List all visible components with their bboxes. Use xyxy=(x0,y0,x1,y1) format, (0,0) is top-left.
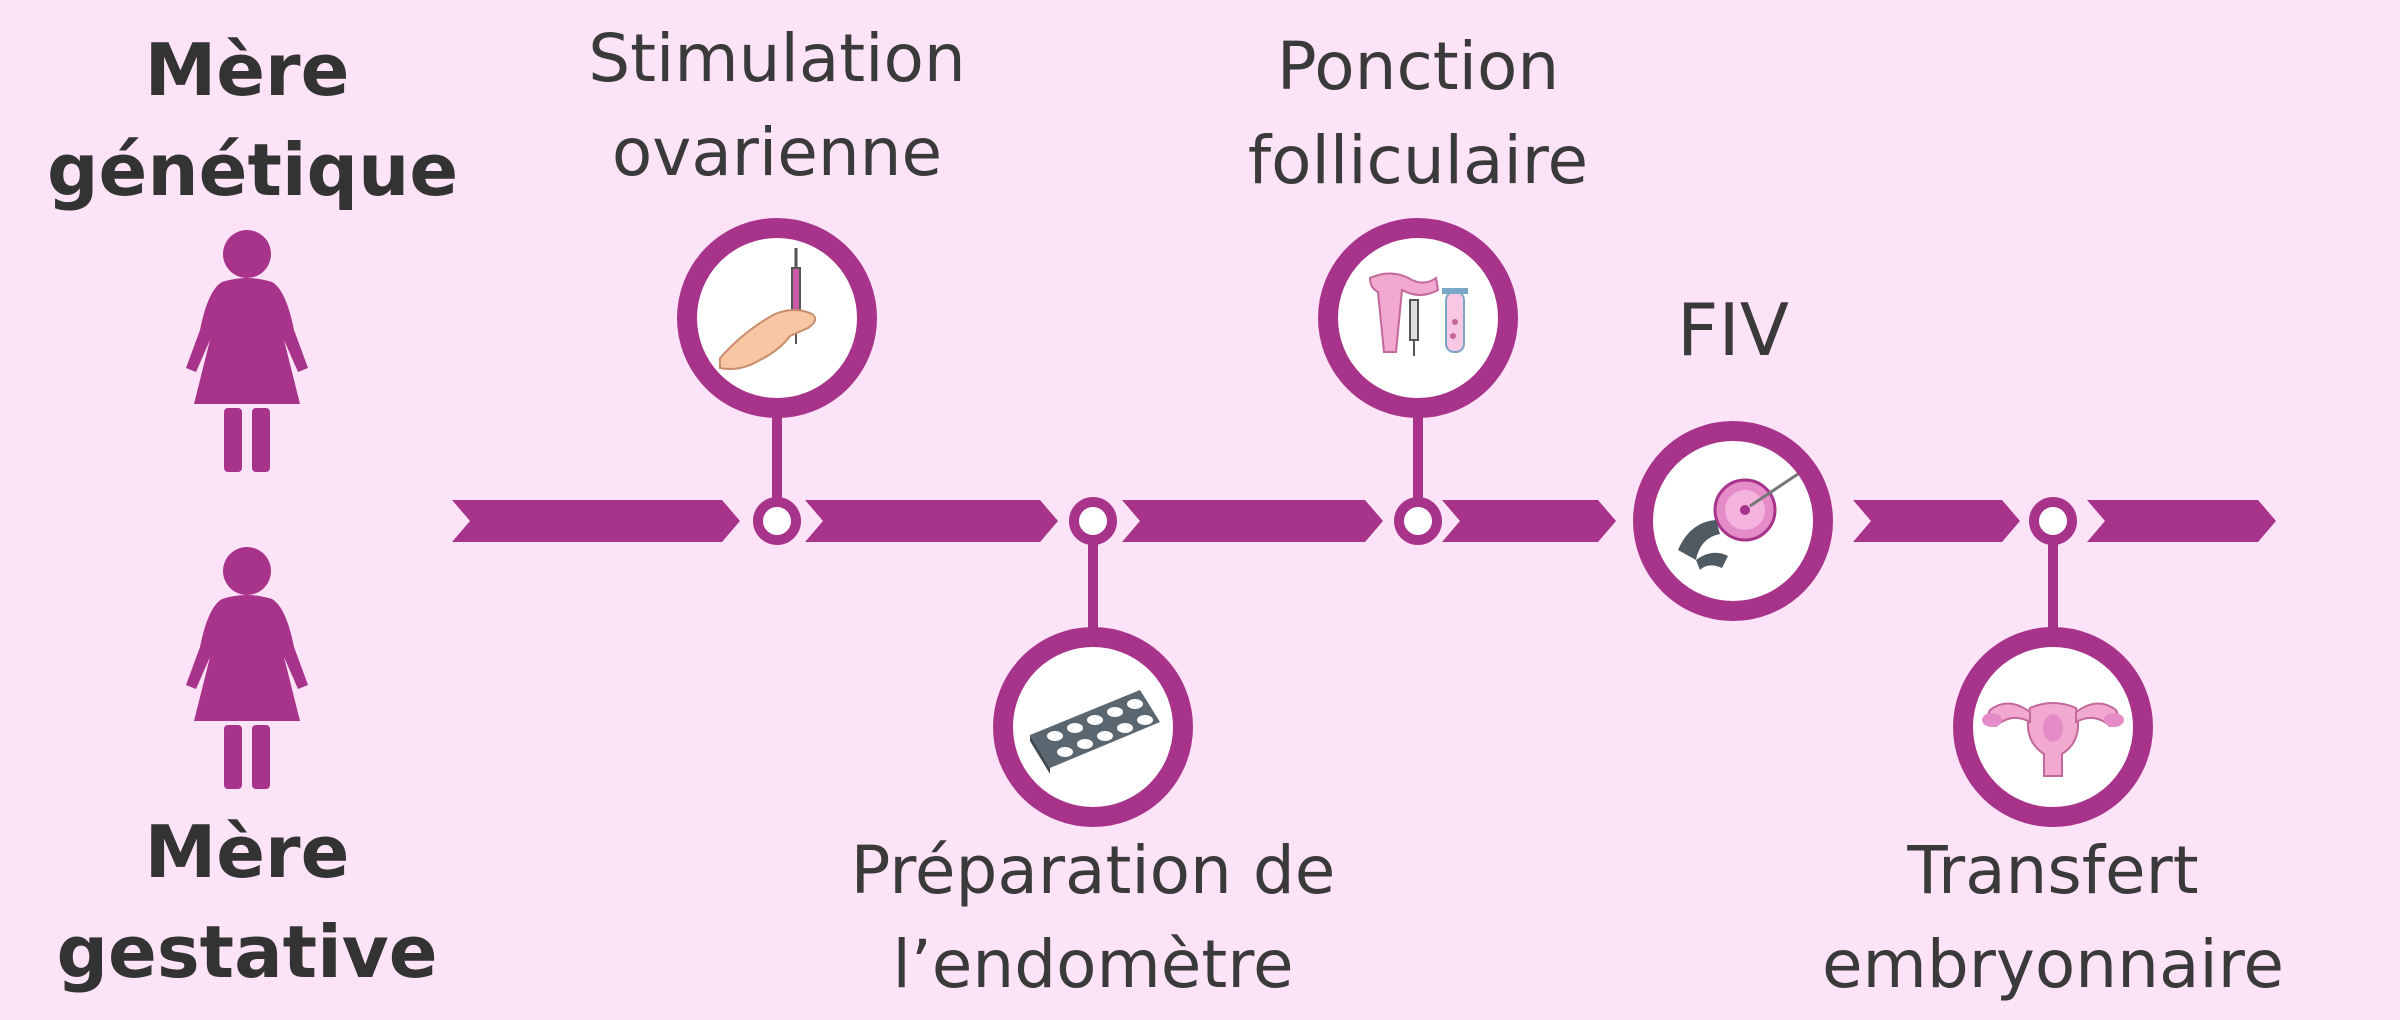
pill-blister-icon xyxy=(1030,690,1160,774)
step-label-line2: embryonnaire xyxy=(1821,926,2285,1003)
role-label-line1: Mère xyxy=(144,28,350,112)
step-node-ponction xyxy=(1318,218,1518,545)
egg-injection-icon xyxy=(1678,472,1799,570)
step-node-preparation xyxy=(993,497,1193,827)
step-label-line2: ovarienne xyxy=(611,114,943,191)
uterus-icon xyxy=(1982,702,2124,777)
ovary-needle-tube-icon xyxy=(1368,272,1468,356)
step-label-preparation: Préparation de l’endomètre xyxy=(793,824,1393,1012)
step-node-transfert xyxy=(1953,497,2153,827)
step-label-transfert: Transfert embryonnaire xyxy=(1753,824,2353,1012)
step-label-line1: Transfert xyxy=(1907,832,2199,909)
syringe-hand-icon xyxy=(719,248,817,370)
role-label-line1: Mère xyxy=(144,810,350,894)
role-label-genetic: Mère génétique xyxy=(47,20,459,220)
step-label-fiv: FIV xyxy=(1583,283,1883,377)
woman-icon xyxy=(186,230,308,472)
role-label-line2: génétique xyxy=(47,128,459,212)
step-label-stimulation: Stimulation ovarienne xyxy=(527,12,1027,200)
role-label-gestational: Mère gestative xyxy=(47,802,447,1002)
step-label-line2: l’endomètre xyxy=(892,926,1294,1003)
role-label-line2: gestative xyxy=(56,910,438,994)
step-label-line1: Stimulation xyxy=(588,20,966,97)
step-label-line1: FIV xyxy=(1677,288,1789,372)
step-node-fiv xyxy=(1633,421,1833,621)
timeline-bar xyxy=(452,500,2276,542)
step-label-line2: folliculaire xyxy=(1247,122,1589,199)
step-label-ponction: Ponction folliculaire xyxy=(1168,20,1668,208)
step-node-stimulation xyxy=(677,218,877,545)
step-label-line1: Préparation de xyxy=(850,832,1336,909)
woman-icon xyxy=(186,547,308,789)
step-label-line1: Ponction xyxy=(1276,28,1560,105)
